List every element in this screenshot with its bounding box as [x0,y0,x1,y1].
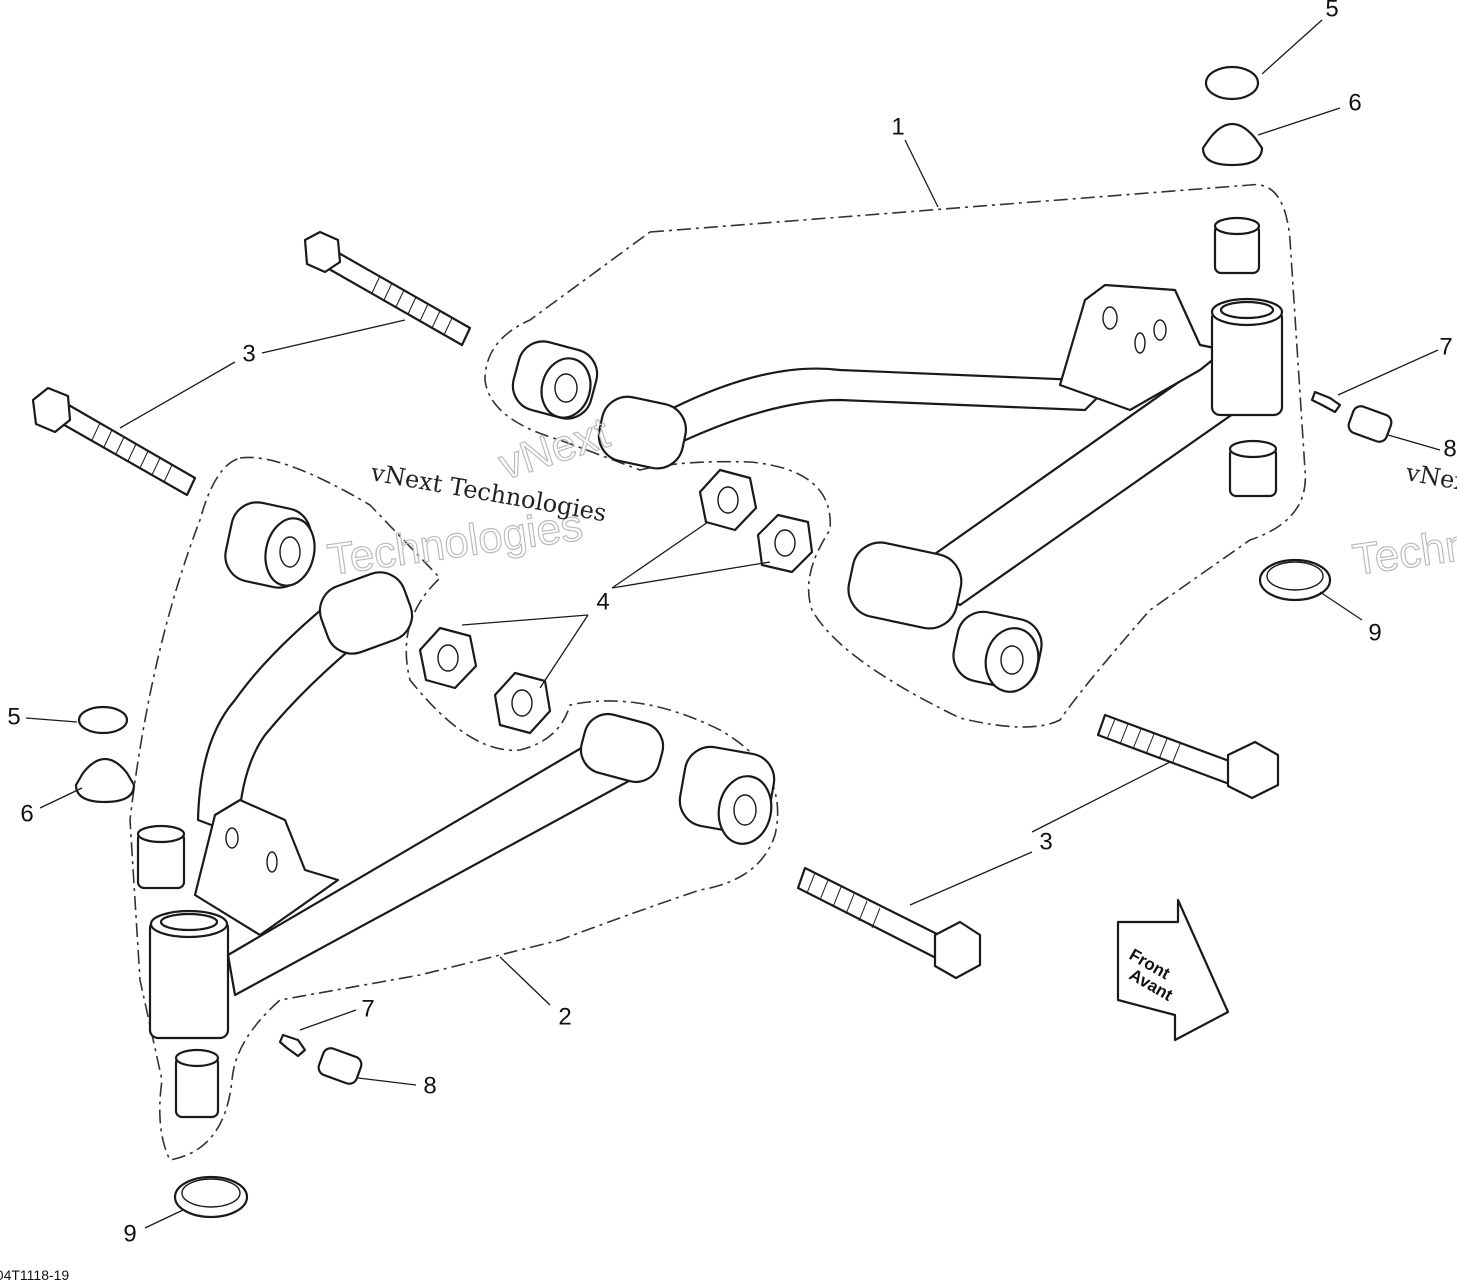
callout-6-left: 6 [20,800,33,827]
callout-6-top: 6 [1348,89,1361,116]
figure-id: 704T1118-19 [0,1267,69,1283]
bolt-center-lower [796,866,982,980]
callout-7-left: 7 [361,995,374,1022]
bolt-mid-left [31,386,197,497]
watermark-word-technologies-right: Technologies [1350,501,1457,585]
lower-a-arm [136,501,776,1119]
lower-arm-assembly-boundary [129,456,779,1161]
callout-numbers: 1 2 3 3 4 5 5 6 6 7 7 8 8 9 9 [7,0,1456,1247]
callout-3-left: 3 [242,340,255,367]
callout-2: 2 [558,1003,571,1030]
callout-9-right: 9 [1368,619,1381,646]
watermark-word-vnext: vNext [493,408,615,489]
callout-8-left: 8 [423,1072,436,1099]
small-parts [74,65,1393,1219]
callout-3-right: 3 [1039,828,1052,855]
callout-5-top: 5 [1325,0,1338,22]
watermark-text-right: vNext Technologies [1403,458,1457,527]
callout-5-left: 5 [7,703,20,730]
upper-arm-assembly-boundary [484,183,1307,728]
leader-lines [25,19,1441,1229]
callout-8-right: 8 [1443,435,1456,462]
upper-a-arm [511,216,1284,693]
callout-1: 1 [891,113,904,140]
bolt-right-upper [1096,713,1280,800]
bolt-upper-left [303,230,472,347]
callout-4: 4 [596,588,609,615]
nuts [418,468,814,735]
front-direction-arrow: Front Avant [1116,898,1230,1042]
callout-7-right: 7 [1439,333,1452,360]
callout-9-left: 9 [123,1220,136,1247]
